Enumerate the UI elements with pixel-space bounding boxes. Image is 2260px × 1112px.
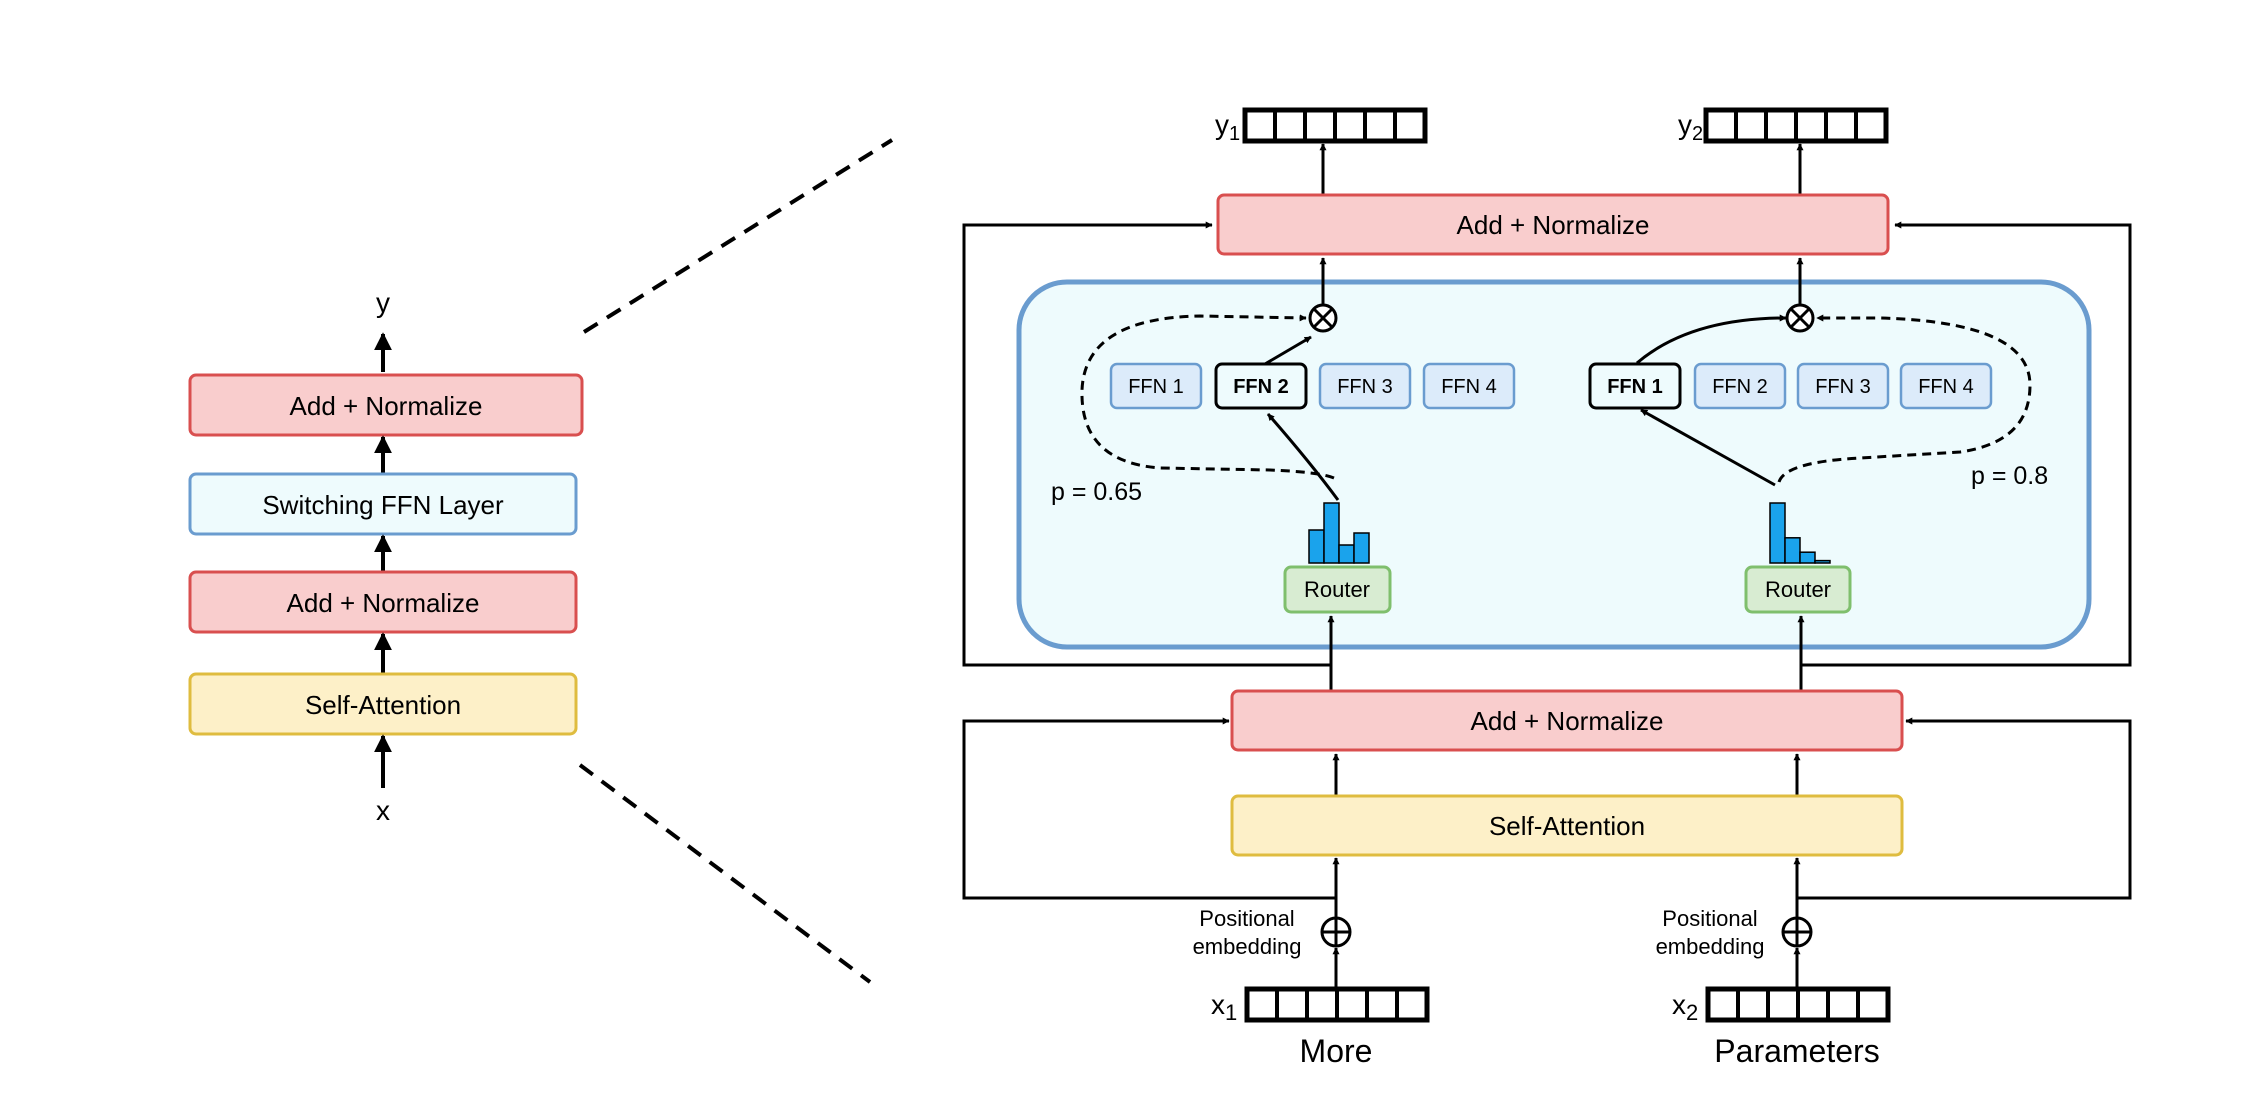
- router-1: [1283, 565, 1392, 614]
- y2-vector-cell: [1854, 108, 1888, 143]
- x1-vector: [1244, 986, 1430, 1023]
- router-2-bar: [1814, 559, 1831, 564]
- ffn-box: [1899, 362, 1993, 410]
- router-1-bar: [1338, 544, 1355, 564]
- left-add-normalize-bottom: [188, 570, 578, 634]
- multiply-node-1: [1308, 303, 1338, 333]
- router-1-bar: [1323, 502, 1340, 564]
- router-distribution-1: [1308, 502, 1370, 564]
- left-switching-ffn-label: Switching FFN Layer: [262, 490, 504, 520]
- right-add-normalize-bottom-label: Add + Normalize: [1471, 706, 1664, 736]
- prob-path-token1: [1080, 314, 1335, 480]
- ffn-box: [1588, 362, 1682, 410]
- left-x-label: x: [376, 795, 390, 826]
- router-1-label: Router: [1304, 577, 1370, 602]
- residual-loop-top-right: [1801, 221, 2132, 667]
- y1-vector-cell: [1393, 108, 1427, 143]
- residual-loop-bottom-right: [1797, 717, 2132, 900]
- y2-label: y2: [1678, 109, 1703, 145]
- ffn-box-label: FFN 2: [1712, 376, 1768, 398]
- switching-ffn-region: [1016, 279, 2092, 650]
- left-self-attention: [188, 672, 578, 736]
- ffn-box-label: FFN 3: [1337, 376, 1393, 398]
- right-self-attention-label: Self-Attention: [1489, 811, 1645, 841]
- input-word-2: Parameters: [1714, 1033, 1879, 1069]
- y1-label: y1: [1215, 109, 1240, 145]
- ffn-box-label: FFN 1: [1607, 376, 1663, 398]
- multiply-node-2: [1785, 303, 1815, 333]
- left-y-label: y: [376, 287, 390, 318]
- ffn2-to-multiply: [1264, 335, 1312, 366]
- y2-vector: [1703, 107, 1889, 144]
- ffn-box-label: FFN 1: [1128, 376, 1184, 398]
- ffn-box: [1422, 362, 1516, 410]
- pos-embed-add-node-1: [1320, 916, 1352, 948]
- ffn-box: [1796, 362, 1890, 410]
- ffn-box: [1693, 362, 1787, 410]
- pos-embed-label-1b: embedding: [1193, 934, 1302, 959]
- ffn-box-label: FFN 2: [1233, 376, 1289, 398]
- residual-loop-bottom-left: [962, 717, 1336, 900]
- router-2-bar: [1769, 502, 1786, 564]
- router2-to-ffn1: [1640, 408, 1776, 487]
- router-2-bar: [1784, 537, 1801, 564]
- left-add-normalize-top: [188, 373, 584, 437]
- ffn1-to-multiply: [1636, 314, 1787, 365]
- prob-label-token2: p = 0.8: [1971, 462, 2048, 490]
- zoom-line-top: [582, 138, 894, 334]
- x2-vector: [1705, 986, 1891, 1023]
- pos-embed-add-node-2: [1781, 916, 1813, 948]
- pos-embed-label-2a: Positional: [1662, 906, 1757, 931]
- router-2-bar: [1799, 551, 1816, 564]
- pos-embed-label-2b: embedding: [1656, 934, 1765, 959]
- left-block: y Add + Normalize Switching FFN Layer Ad…: [188, 287, 584, 826]
- prob-label-token1: p = 0.65: [1051, 478, 1142, 506]
- ffn-group-token2: FFN 1 FFN 2 FFN 3 FFN 4: [1588, 362, 1993, 410]
- x1-vector-cell: [1395, 987, 1429, 1022]
- right-add-normalize-top-label: Add + Normalize: [1457, 210, 1650, 240]
- left-self-attention-label: Self-Attention: [305, 690, 461, 720]
- router-2-label: Router: [1765, 577, 1831, 602]
- y1-vector: [1242, 107, 1428, 144]
- ffn-box-label: FFN 4: [1441, 376, 1497, 398]
- right-self-attention: [1230, 794, 1904, 857]
- router-1-bar: [1353, 532, 1370, 564]
- ffn-group-token1: FFN 1 FFN 2 FFN 3 FFN 4: [1109, 362, 1516, 410]
- ffn-box: [1214, 362, 1308, 410]
- router1-to-ffn2: [1266, 413, 1340, 501]
- left-switching-ffn-layer: [188, 472, 578, 536]
- pos-embed-label-1a: Positional: [1199, 906, 1294, 931]
- router-2: [1744, 565, 1852, 614]
- right-add-normalize-bottom: [1230, 689, 1904, 752]
- ffn-box-label: FFN 3: [1815, 376, 1871, 398]
- input-word-1: More: [1300, 1033, 1373, 1069]
- router-distribution-2: [1769, 502, 1831, 564]
- left-add-normalize-top-label: Add + Normalize: [290, 391, 483, 421]
- right-add-normalize-top: [1216, 193, 1890, 256]
- ffn-box: [1318, 362, 1412, 410]
- x2-label: x2: [1672, 989, 1698, 1025]
- x1-label: x1: [1211, 989, 1237, 1025]
- ffn-box: [1109, 362, 1203, 410]
- router-1-bar: [1308, 529, 1325, 564]
- ffn-box-label: FFN 4: [1918, 376, 1974, 398]
- residual-loop-top-left: [962, 221, 1331, 667]
- zoom-line-bottom: [578, 763, 872, 984]
- left-add-normalize-bottom-label: Add + Normalize: [287, 588, 480, 618]
- x2-vector-cell: [1856, 987, 1890, 1022]
